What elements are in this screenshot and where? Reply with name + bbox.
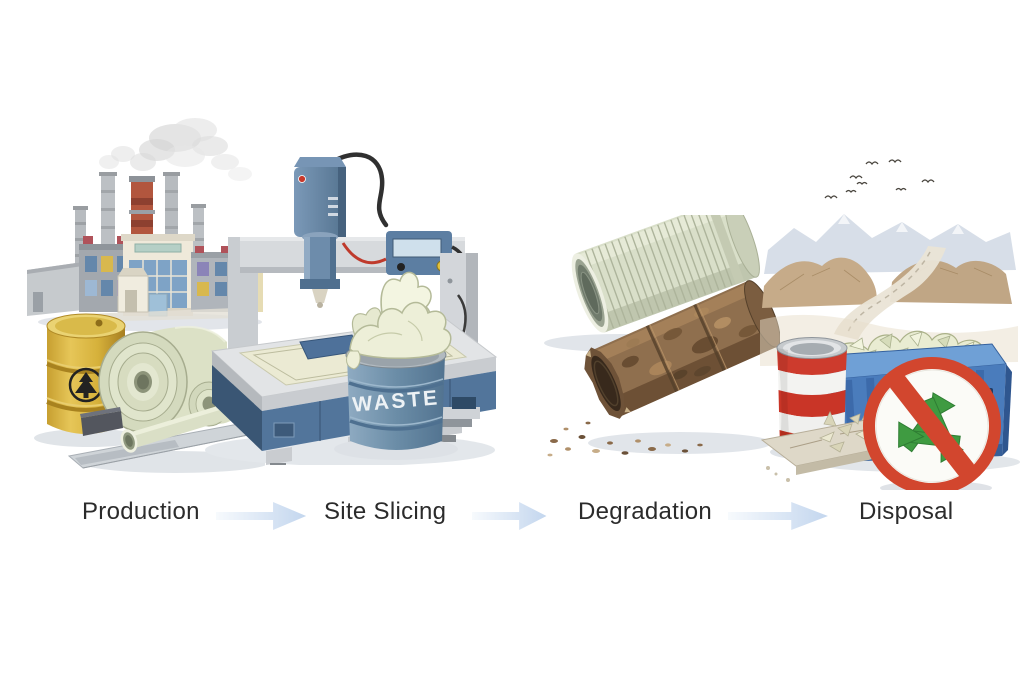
degradation-illustration bbox=[530, 197, 781, 465]
flow-arrow-3 bbox=[728, 502, 828, 530]
smoke-plumes bbox=[99, 118, 252, 181]
stage-label-disposal: Disposal bbox=[859, 498, 954, 525]
stage-label-production: Production bbox=[82, 498, 200, 525]
waste-shavings bbox=[346, 271, 452, 370]
site-slicing-illustration: WASTE bbox=[200, 145, 500, 470]
control-box bbox=[341, 231, 468, 289]
prohibition-slash bbox=[890, 375, 974, 477]
waste-drum: WASTE bbox=[334, 271, 458, 460]
intact-pipe bbox=[571, 197, 760, 333]
spindle-head bbox=[294, 152, 389, 308]
flow-arrow-2 bbox=[472, 502, 547, 530]
corroded-pipe bbox=[584, 280, 781, 419]
stage-label-degradation: Degradation bbox=[578, 498, 713, 525]
material-rolls bbox=[67, 326, 270, 473]
stage-label-site-slicing: Site Slicing bbox=[324, 498, 447, 525]
flow-arrow-1 bbox=[216, 502, 307, 530]
no-recycling-sign bbox=[863, 357, 1001, 495]
birds bbox=[824, 159, 935, 200]
debris-particles bbox=[547, 421, 703, 457]
disposal-illustration bbox=[760, 150, 1020, 495]
dark-block bbox=[80, 407, 123, 436]
